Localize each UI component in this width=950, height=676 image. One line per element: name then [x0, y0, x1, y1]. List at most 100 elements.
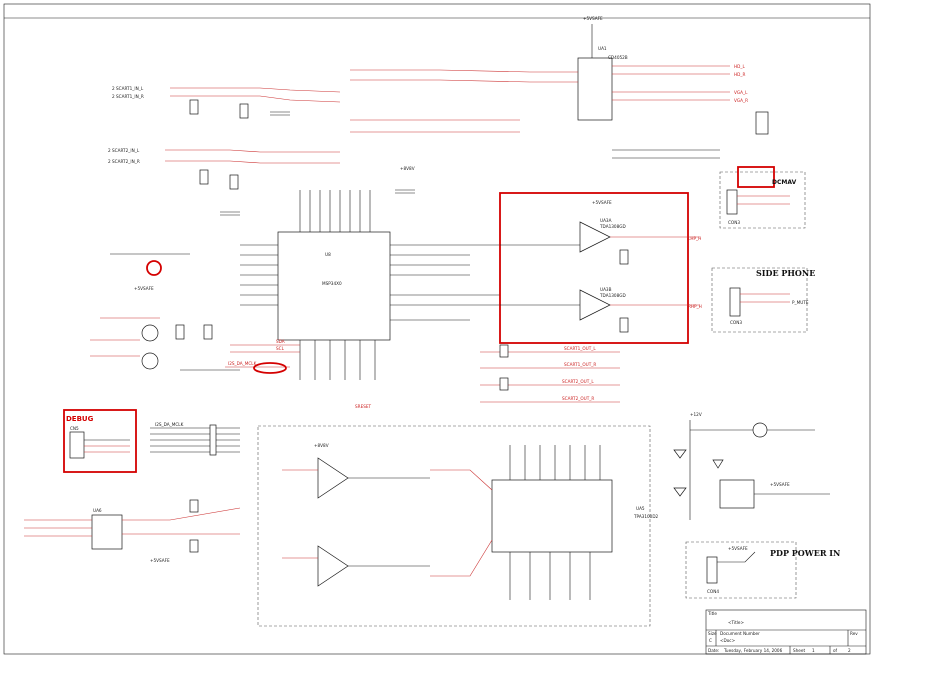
mute-transistor-group: +5VSAFE I2S_DA_MCLK SDA SCL	[90, 253, 300, 374]
hd-l-label: HD_L	[734, 64, 745, 69]
dcmav-title: DCMAV	[772, 179, 797, 186]
scart-out-group: SCART1_OUT_L SCART1_OUT_R SCART2_OUT_L S…	[480, 344, 620, 403]
scart1-out-l-label: SCART1_OUT_L	[564, 346, 596, 351]
power-amp-ic-body	[491, 479, 613, 553]
v8-label-top: +8V8V	[400, 166, 415, 171]
resistor-ra117	[619, 317, 629, 333]
title-block: Title <Title> Size C Document Number <Do…	[705, 609, 867, 655]
side-phone-group: SIDE PHONE P_MUTE CON3	[711, 267, 815, 333]
vga-l-label: VGA_L	[734, 90, 748, 95]
mosfet-qa5-body	[719, 479, 755, 509]
headphone-amp-group: UA3A TDA1308GD UA3B TDA1308GD LHP_H RHP_…	[499, 192, 702, 344]
side-phone-title: SIDE PHONE	[756, 268, 815, 278]
wire-scart1-l	[170, 87, 341, 93]
sda-label: SDA	[276, 339, 285, 344]
power-opamp-b	[317, 545, 349, 587]
vga-r-label: VGA_R	[734, 98, 748, 103]
resistor-ra15	[199, 169, 209, 185]
reg-v5-label: +5VSAFE	[150, 558, 170, 563]
mixer-bottom-pins	[299, 340, 376, 380]
sheet-label: Sheet	[793, 648, 805, 653]
title-value: <Title>	[728, 620, 744, 625]
size-label: Size	[708, 631, 717, 636]
of-value: 2	[848, 648, 851, 653]
zener-zd2	[712, 459, 724, 469]
power-wire-b	[430, 539, 493, 577]
pdp-power-title: PDP POWER IN	[770, 548, 840, 558]
power-opamp-a	[317, 457, 349, 499]
opamp-a-part: TDA1308GD	[599, 224, 626, 229]
scart2-in-l-label: 2 SCART2_IN_L	[108, 148, 140, 153]
resistor-ra32	[499, 377, 509, 391]
opamp-a-ref: UA3A	[600, 218, 612, 223]
resistor-ra16	[229, 174, 239, 190]
diode-dd2	[673, 487, 687, 497]
title-label: Title	[707, 611, 717, 616]
mixer-ic-group: U8 MSP34X0	[220, 166, 500, 380]
regulator-ref: UA6	[93, 508, 102, 513]
dcmav-connector	[726, 189, 738, 215]
power-amp-ref: UA5	[636, 506, 645, 511]
side-phone-connector	[729, 287, 741, 317]
of-label: of	[833, 648, 838, 653]
power-amp-group: TPA3100D2 UA5 +8V8V	[257, 425, 659, 627]
headphone-amp-highlight	[499, 192, 689, 344]
lhp-label: LHP_H	[688, 236, 701, 241]
dcmav-conn-ref: CON3	[728, 220, 740, 225]
side-phone-region	[711, 267, 808, 333]
dcmav-region	[719, 171, 806, 229]
scart1-in-l-label: 2 SCART1_IN_L	[112, 86, 144, 91]
resistor-ra26	[175, 324, 185, 340]
debug-highlight	[63, 409, 137, 473]
left-v5-label: +5VSAFE	[134, 286, 154, 291]
resistor-ra118	[619, 249, 629, 265]
power-supply-group: +12V +5VSAFE	[673, 412, 830, 520]
switch-ic-ref: UA1	[598, 46, 607, 51]
sheet-value: 1	[812, 648, 815, 653]
scart1-out-r-label: SCART1_OUT_R	[564, 362, 596, 367]
scart-input-group: 2 SCART1_IN_L 2 SCART1_IN_R 2 SCART2_IN_…	[108, 86, 341, 190]
switch-ic-group: +5VSAFE UA1 CD4052B HD_L HD_R VGA_L VGA_…	[350, 16, 769, 159]
title-block-frame	[705, 609, 867, 655]
mixer-top-pins	[299, 190, 371, 232]
power-v8-label: +8V8V	[314, 443, 329, 448]
switch-ic-part: CD4052B	[608, 55, 628, 60]
debug-title: DEBUG	[66, 415, 94, 423]
ra53-highlight-ellipse	[253, 362, 287, 374]
right-v5-label: +5VSAFE	[770, 482, 790, 487]
rhp-label: RHP_H	[688, 304, 702, 309]
wire-scart2-r	[165, 160, 340, 164]
i2s-list-label: I2S_DA_MCLK	[155, 422, 184, 427]
ra21-highlight-circle	[146, 260, 162, 276]
resistor-ra136	[189, 539, 199, 553]
v5-label-top: +5VSAFE	[583, 16, 603, 21]
pdp-power-region	[685, 541, 797, 599]
power-amp-part: TPA3100D2	[633, 514, 659, 519]
regulator-body	[91, 514, 123, 550]
size-value: C	[709, 638, 712, 643]
resistor-ra27	[203, 324, 213, 340]
diode-dd1	[673, 449, 687, 459]
transistor-qa2	[141, 352, 159, 370]
mixer-ic-ref: U8	[325, 252, 331, 257]
scart2-out-r-label: SCART2_OUT_R	[562, 396, 594, 401]
wire-scart2-l	[165, 149, 340, 153]
resistor-ra6	[239, 103, 249, 119]
dcmav-highlight	[737, 166, 775, 188]
pdp-connector	[706, 556, 718, 584]
scart2-out-l-label: SCART2_OUT_L	[562, 379, 594, 384]
debug-conn-ref: CN5	[70, 426, 79, 431]
transistor-qa4	[752, 422, 768, 438]
mixer-right-pins	[390, 244, 500, 321]
doc-label: Document Number	[720, 631, 760, 636]
switch-ic-body	[577, 57, 613, 121]
debug-group: DEBUG CN5	[63, 409, 137, 473]
doc-value: <Doc>	[720, 638, 736, 643]
wire-switch-in-2	[350, 79, 578, 83]
pdp-power-group: PDP POWER IN CON4 +5VSAFE	[685, 541, 840, 599]
transistor-qa1	[141, 324, 159, 342]
wire-switch-in-1	[350, 69, 578, 73]
wire-scart1-r	[170, 95, 341, 103]
resistor-ra30	[499, 344, 509, 358]
pdp-wire-1	[717, 551, 756, 563]
